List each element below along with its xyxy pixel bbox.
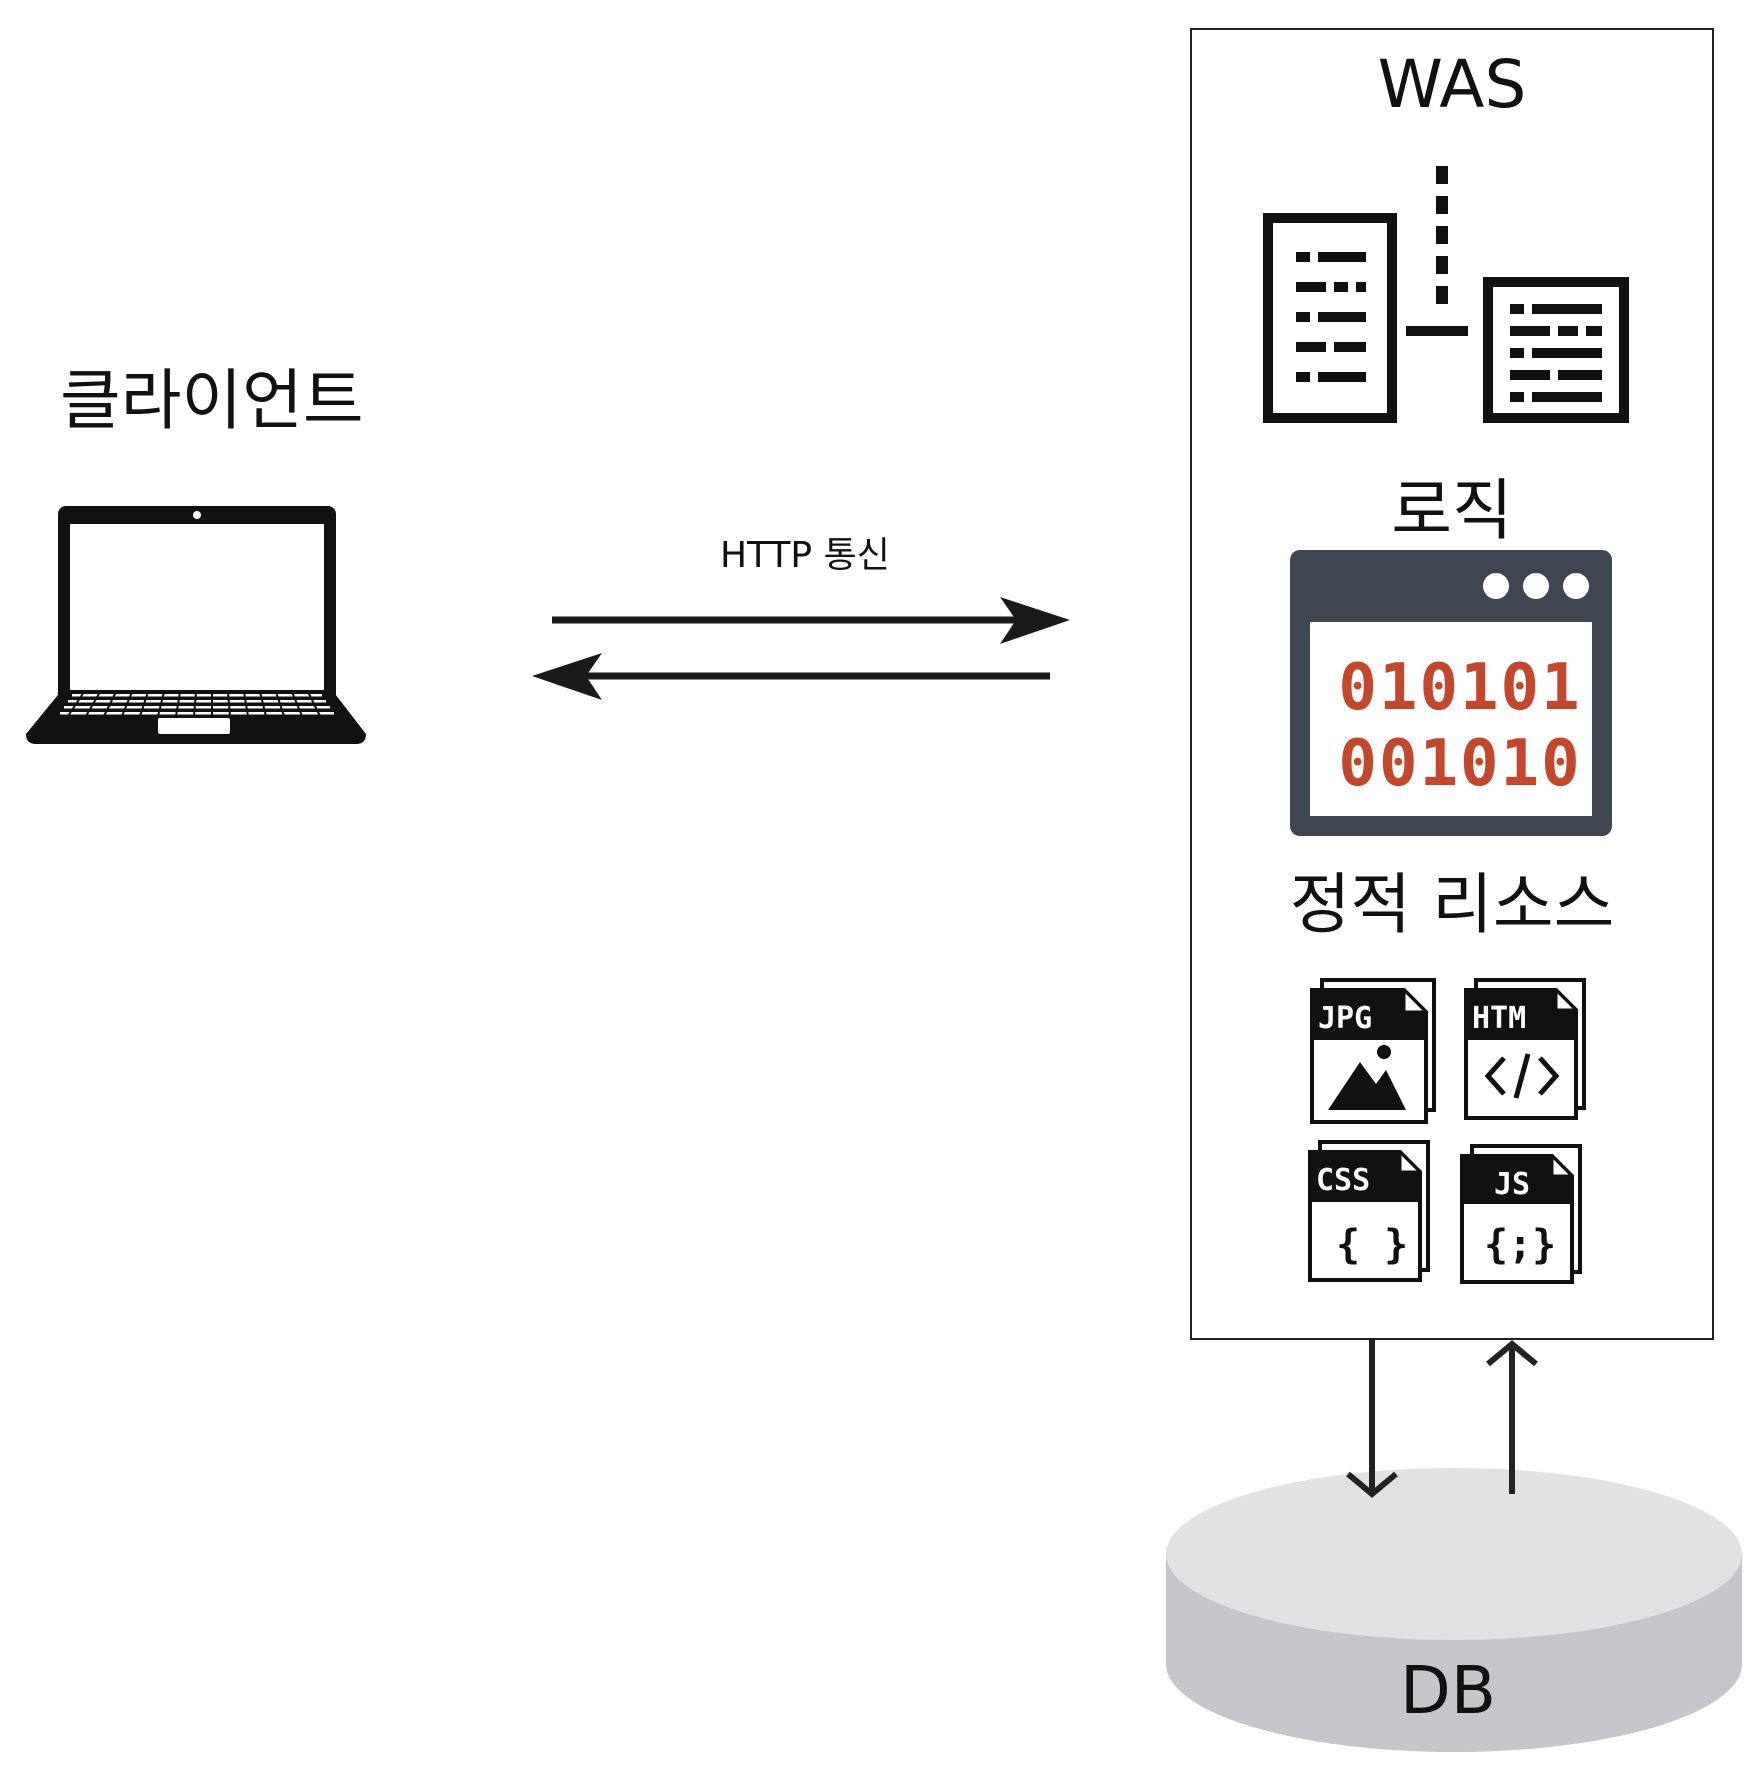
- js-file-icon: JS {;}: [1460, 1144, 1582, 1284]
- css-file-icon: CSS { }: [1308, 1140, 1430, 1282]
- was-container: [1190, 28, 1714, 1340]
- htm-file-icon: HTM: [1464, 978, 1586, 1120]
- request-arrow: [552, 597, 1070, 644]
- svg-text:{ }: { }: [1336, 1222, 1408, 1268]
- db-to-was-arrow: [1486, 1340, 1538, 1494]
- server-icon: [1263, 166, 1629, 423]
- js-file-label: JS: [1494, 1167, 1530, 1202]
- jpg-file-label: JPG: [1318, 1001, 1372, 1036]
- was-title: WAS: [1377, 46, 1527, 123]
- logic-window-icon: [1290, 550, 1612, 836]
- client-label: 클라이언트: [60, 362, 364, 439]
- response-arrow: [532, 653, 1050, 700]
- binary-line-2: 001010: [1338, 727, 1582, 801]
- jpg-file-icon: JPG: [1310, 978, 1436, 1124]
- was-to-db-arrow: [1346, 1340, 1398, 1498]
- http-communication-label: HTTP 통신: [720, 535, 890, 576]
- svg-text:{;}: {;}: [1484, 1222, 1556, 1268]
- binary-line-1: 010101: [1338, 651, 1582, 725]
- htm-file-label: HTM: [1472, 1001, 1526, 1036]
- static-resources-label: 정적 리소스: [1289, 866, 1615, 943]
- laptop-icon: [26, 506, 366, 744]
- logic-label: 로직: [1391, 472, 1513, 549]
- css-file-label: CSS: [1316, 1163, 1370, 1198]
- db-label: DB: [1399, 1652, 1497, 1729]
- db-cylinder-icon: [1166, 1468, 1742, 1752]
